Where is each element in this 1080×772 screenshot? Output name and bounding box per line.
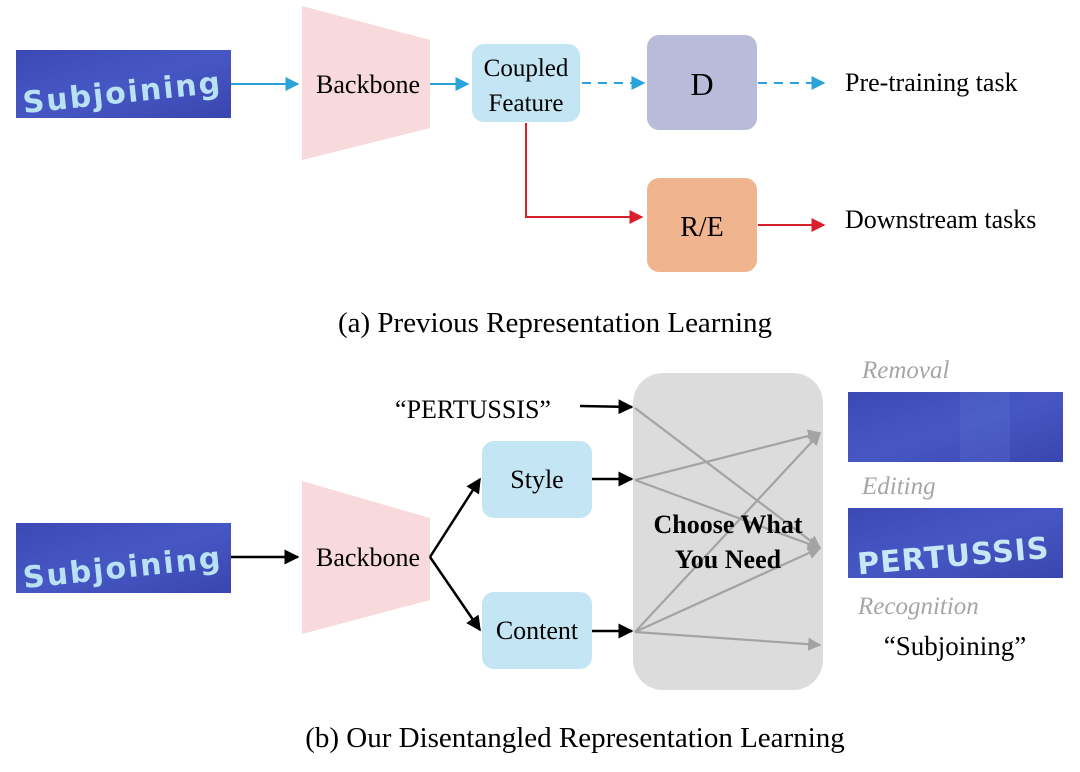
target-text-label: “PERTUSSIS” <box>395 395 551 424</box>
coupled-feature-line2: Feature <box>489 90 564 117</box>
style-label: Style <box>510 465 563 494</box>
re-box <box>647 178 757 272</box>
route-content-to-removal <box>634 432 821 633</box>
removal-label: Removal <box>861 357 950 384</box>
d-label: D <box>690 66 713 102</box>
backbone-shape-a <box>302 6 430 160</box>
downstream-label: Downstream tasks <box>845 205 1036 234</box>
backbone-label-a: Backbone <box>316 70 420 99</box>
caption-a: (a) Previous Representation Learning <box>338 307 772 339</box>
routing-lines <box>634 407 822 651</box>
d-box <box>647 35 757 130</box>
arrow-feature-to-re <box>525 123 644 224</box>
choose-line2: You Need <box>675 545 782 574</box>
removal-output-image <box>848 392 1063 462</box>
choose-line1: Choose What <box>653 510 802 539</box>
backbone-shape-b <box>302 481 430 634</box>
backbone-label-b: Backbone <box>316 543 420 572</box>
recognition-label: Recognition <box>857 593 979 620</box>
arrow-backbone-to-content <box>428 556 482 632</box>
recognition-output: “Subjoining” <box>884 631 1027 661</box>
editing-label: Editing <box>861 473 936 500</box>
route-content-to-recognition <box>634 630 822 651</box>
coupled-feature-line1: Coupled <box>484 55 569 82</box>
content-box <box>482 592 592 669</box>
arrow-target-to-choose <box>579 399 634 415</box>
input-text-image-b: Subjoining <box>16 523 231 596</box>
route-style-to-editing <box>634 478 822 551</box>
style-box <box>482 441 592 518</box>
arrow-backbone-to-style <box>428 477 482 558</box>
route-style-to-removal <box>634 429 822 482</box>
caption-b: (b) Our Disentangled Representation Lear… <box>305 722 845 754</box>
route-content-to-editing <box>634 546 822 634</box>
panel-b: Subjoining Backbone Style Content “PERTU… <box>16 357 1063 754</box>
pretraining-label: Pre-training task <box>845 68 1018 97</box>
panel-a: Subjoining Backbone Coupled Feature D Pr… <box>16 6 1036 339</box>
route-target-to-editing <box>634 407 822 549</box>
editing-output-image: PERTUSSIS <box>848 508 1063 583</box>
content-label: Content <box>496 616 579 645</box>
coupled-feature-box <box>472 44 580 122</box>
re-label: R/E <box>680 212 724 243</box>
input-text-image-a: Subjoining <box>16 50 231 121</box>
